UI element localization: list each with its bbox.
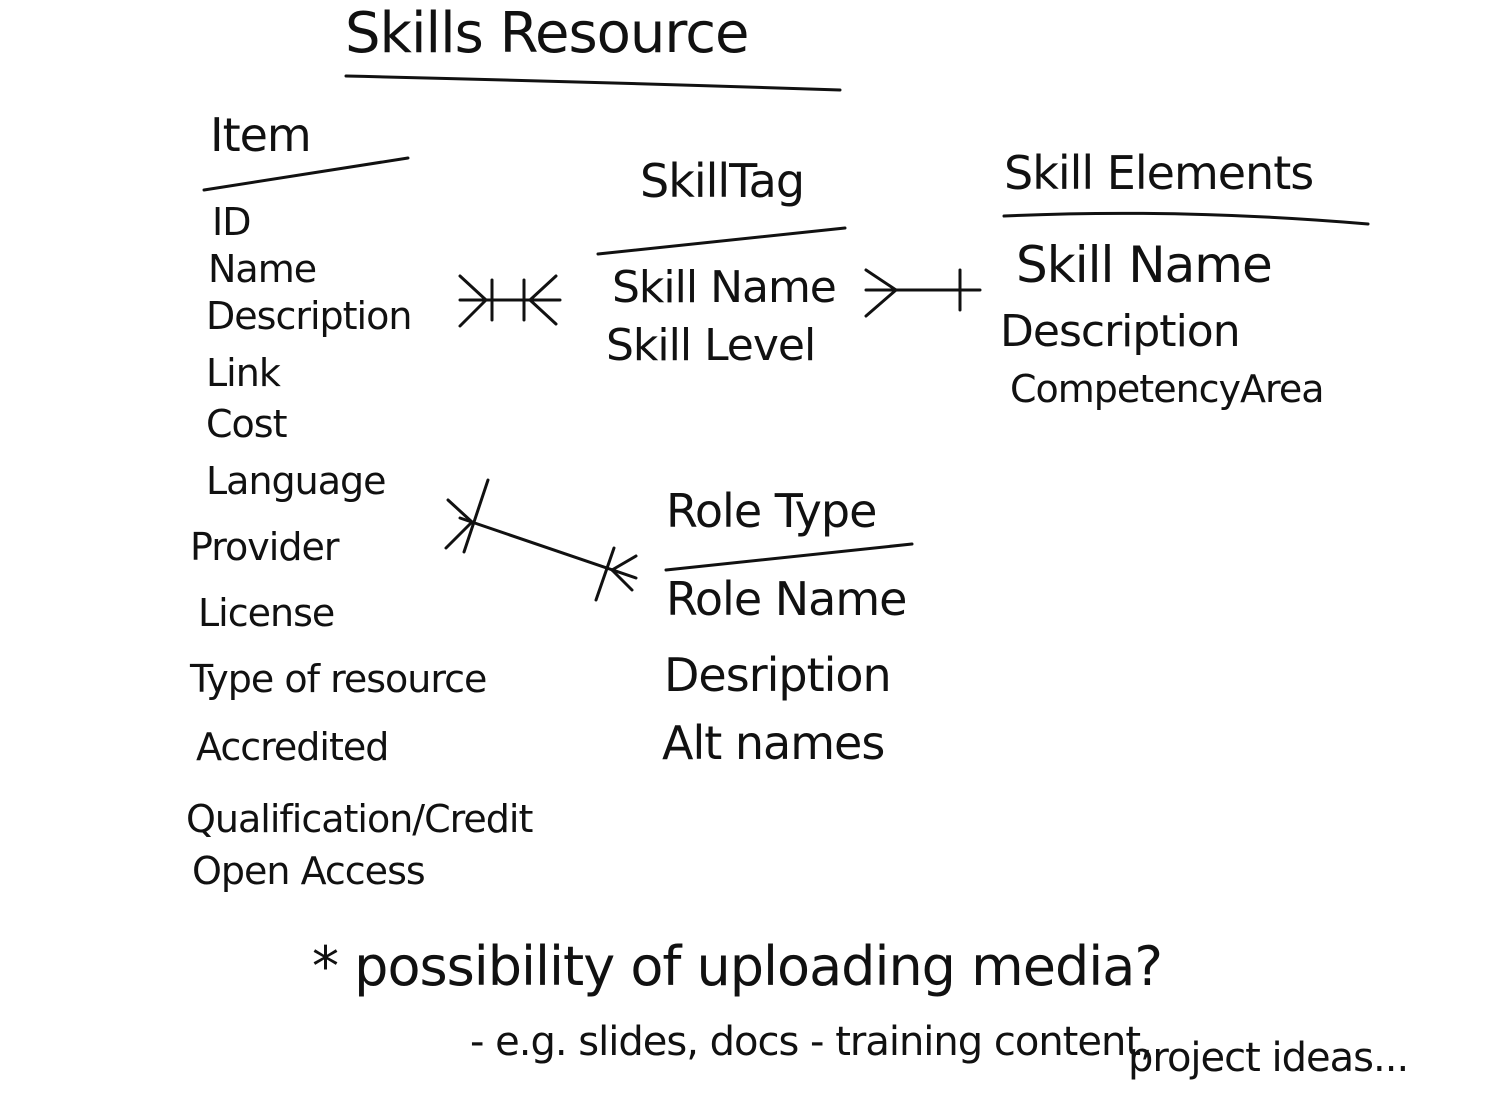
skill-elements-field-skill-name: Skill Name (1016, 236, 1273, 294)
skill-elements-header-underline (1002, 211, 1370, 226)
skilltag-header-underline (596, 226, 847, 256)
role-type-field-alt-names: Alt names (662, 716, 885, 770)
entity-skill-elements-header: Skill Elements (1004, 146, 1314, 200)
skilltag-field-skill-level: Skill Level (606, 320, 816, 371)
item-role-crowfoot-left-a (446, 498, 474, 524)
item-role-crowfoot-right-a (610, 554, 638, 572)
item-field-name: Name (208, 247, 317, 291)
item-role-bar-right (594, 546, 616, 602)
note-line-3: project ideas... (1128, 1035, 1409, 1081)
item-role-crowfoot-right-b (610, 568, 634, 592)
relationship-item-role-type (444, 478, 638, 602)
item-field-type-of-resource: Type of resource (190, 657, 487, 701)
item-skilltag-crowfoot-left-b (458, 298, 488, 328)
item-field-language: Language (206, 459, 387, 503)
item-role-line (458, 516, 638, 580)
item-field-link: Link (206, 351, 281, 395)
item-skilltag-crowfoot-left-a (458, 274, 488, 302)
item-header-underline (202, 156, 410, 192)
item-field-id: ID (212, 200, 251, 244)
item-field-provider: Provider (190, 525, 339, 569)
item-field-qualification-credit: Qualification/Credit (186, 797, 533, 841)
item-field-cost: Cost (206, 402, 287, 446)
skilltag-elements-crowfoot-b (864, 288, 898, 318)
item-field-license: License (198, 591, 335, 635)
role-type-header-underline (664, 542, 914, 572)
item-role-bar-left (462, 478, 490, 554)
item-role-crowfoot-left-b (444, 520, 474, 550)
item-field-accredited: Accredited (196, 725, 389, 769)
item-field-description: Description (206, 294, 412, 338)
skilltag-field-skill-name: Skill Name (612, 262, 837, 313)
entity-skilltag-header: SkillTag (640, 154, 805, 208)
role-type-field-description: Desription (664, 648, 892, 702)
relationship-skilltag-skill-elements (864, 268, 982, 318)
skill-elements-field-description: Description (1000, 306, 1241, 357)
title-underline (344, 74, 842, 92)
note-line-2: - e.g. slides, docs - training content, (470, 1019, 1153, 1065)
skilltag-elements-crowfoot-a (864, 268, 898, 292)
item-field-open-access: Open Access (192, 849, 426, 893)
relationship-item-skilltag (458, 274, 562, 328)
entity-role-type-header: Role Type (666, 484, 877, 538)
role-type-field-role-name: Role Name (666, 572, 907, 626)
entity-item-header: Item (210, 108, 312, 162)
diagram-title: Skills Resource (345, 1, 749, 66)
skill-elements-field-competency-area: CompetencyArea (1010, 367, 1324, 411)
note-line-1: * possibility of uploading media? (312, 935, 1163, 998)
item-skilltag-crowfoot-right-b (528, 298, 558, 326)
item-skilltag-crowfoot-right-a (528, 274, 558, 302)
